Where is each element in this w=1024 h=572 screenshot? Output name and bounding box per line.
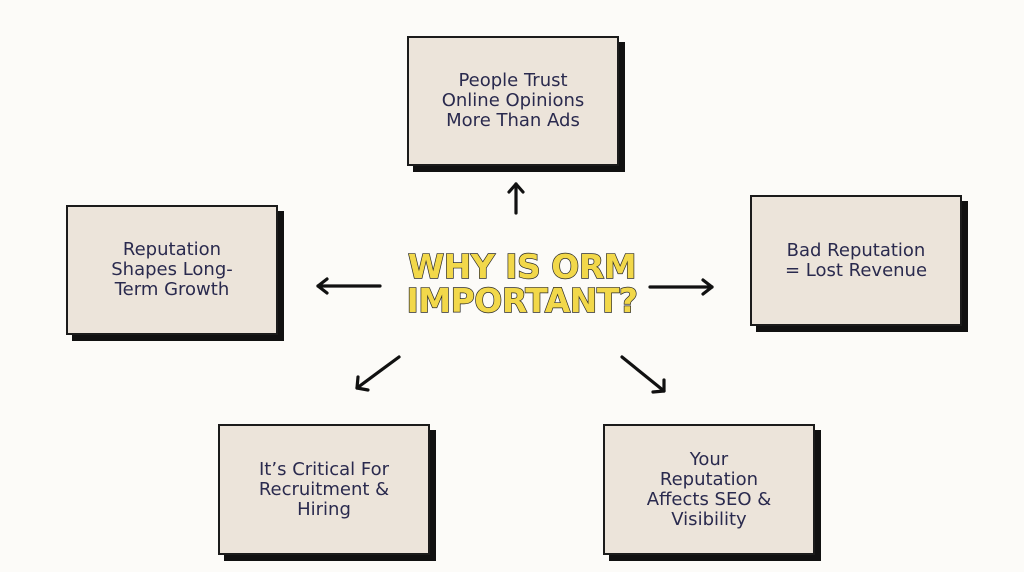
reason-box-growth: Reputation Shapes Long- Term Growth — [66, 205, 278, 335]
reason-box-recruitment: It’s Critical For Recruitment & Hiring — [218, 424, 430, 555]
arrow-down-right-icon — [620, 355, 666, 394]
reason-box-seo-text: Your Reputation Affects SEO & Visibility — [646, 448, 772, 530]
arrow-left-icon — [316, 277, 382, 295]
reason-box-revenue-text: Bad Reputation = Lost Revenue — [784, 239, 928, 281]
reason-box-growth-text: Reputation Shapes Long- Term Growth — [111, 239, 233, 300]
central-title-line-1: WHY IS ORM — [407, 247, 637, 286]
reason-box-seo: Your Reputation Affects SEO & Visibility — [603, 424, 815, 555]
reason-box-trust: People Trust Online Opinions More Than A… — [407, 36, 619, 166]
central-title: WHY IS ORM IMPORTANT? — [352, 247, 692, 320]
reason-box-trust-text: People Trust Online Opinions More Than A… — [441, 70, 585, 131]
reason-box-revenue: Bad Reputation = Lost Revenue — [750, 195, 962, 326]
central-title-line-2: IMPORTANT? — [406, 281, 639, 320]
arrow-up-icon — [507, 182, 525, 215]
arrow-down-left-icon — [355, 355, 401, 392]
arrow-right-icon — [648, 278, 714, 296]
reason-box-recruitment-text: It’s Critical For Recruitment & Hiring — [258, 458, 390, 520]
